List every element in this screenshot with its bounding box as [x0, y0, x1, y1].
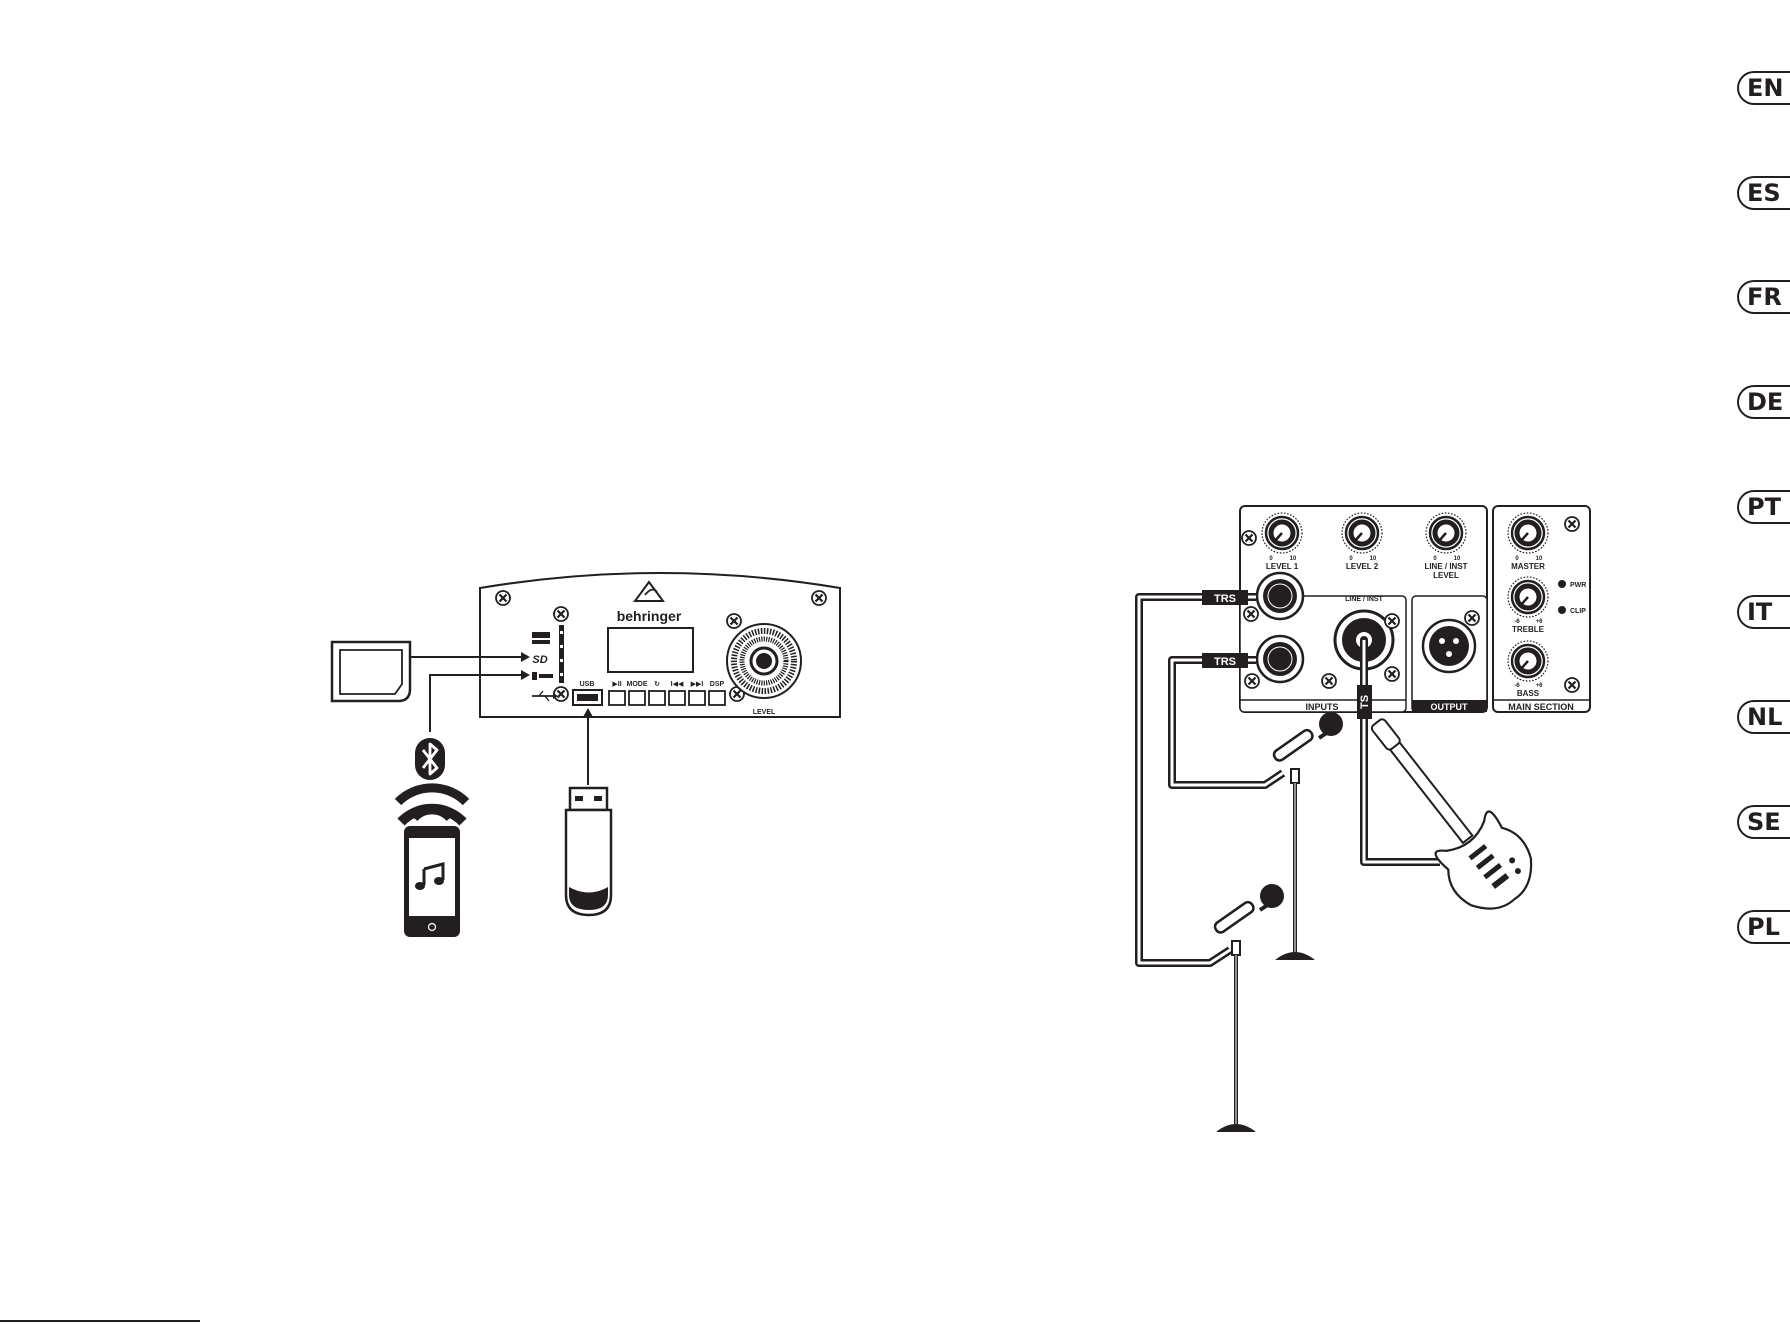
previous-button[interactable] [669, 691, 685, 705]
dsp-label: DSP [710, 681, 725, 688]
next-button[interactable] [689, 691, 705, 705]
mode-button[interactable] [629, 691, 645, 705]
language-tab-pl[interactable]: PL [1737, 910, 1790, 944]
input-1-jack[interactable] [1257, 573, 1303, 619]
level-1-knob[interactable] [1262, 513, 1302, 553]
usb-stick-icon [566, 788, 611, 915]
combo-jack-label: LINE / INST [1345, 596, 1383, 603]
screw-icon [1245, 674, 1259, 688]
screw-icon [727, 614, 741, 628]
line-inst-level-knob[interactable] [1426, 513, 1466, 553]
clip-label: CLIP [1570, 608, 1586, 615]
trs-badge-1: TRS [1202, 590, 1248, 605]
brand-name: behringer [617, 608, 682, 624]
microphone-stand-icon [1272, 712, 1343, 960]
repeat-label: ↻ [654, 681, 660, 688]
screw-icon [1385, 614, 1399, 628]
level-knob[interactable] [727, 624, 801, 698]
pwr-label: PWR [1570, 582, 1586, 589]
screw-icon [1565, 517, 1579, 531]
vent-strip [559, 625, 564, 683]
usb-label: USB [580, 681, 595, 688]
svg-text:TRS: TRS [1214, 656, 1236, 668]
repeat-button[interactable] [649, 691, 665, 705]
language-tab-nl[interactable]: NL [1737, 700, 1790, 734]
pwr-led [1558, 580, 1566, 588]
master-label: MASTER [1511, 562, 1545, 571]
dsp-button[interactable] [709, 691, 725, 705]
level-knob-label: LEVEL [753, 709, 776, 716]
svg-text:TRS: TRS [1214, 593, 1236, 605]
bluetooth-icon [415, 738, 445, 780]
screw-icon [496, 591, 510, 605]
master-knob[interactable] [1508, 513, 1548, 553]
next-label: ▶▶I [691, 681, 704, 688]
usb-port[interactable] [573, 690, 602, 705]
ts-badge: TS [1357, 685, 1372, 719]
language-tab-pt[interactable]: PT [1737, 490, 1790, 524]
line-inst-level-label-1: LINE / INST [1424, 562, 1467, 571]
level-1-label: LEVEL 1 [1266, 562, 1299, 571]
mp3-icon [532, 632, 550, 644]
play-pause-label: ▶II [612, 681, 621, 688]
language-tab-es[interactable]: ES [1737, 176, 1790, 210]
language-tab-en[interactable]: EN [1737, 71, 1790, 105]
inputs-label: INPUTS [1305, 702, 1338, 712]
amp-control-panel: INPUTS OUTPUT MAIN SECTION 0 10 LEVEL 1 … [1240, 506, 1590, 712]
screw-icon [1244, 607, 1258, 621]
bass-label: BASS [1517, 689, 1540, 698]
xlr-output-jack[interactable] [1423, 620, 1475, 672]
footer-rule [0, 1320, 200, 1322]
media-player-panel: behringer SD USB [480, 573, 840, 717]
wireless-signal-arc-outer [398, 788, 466, 802]
language-tab-it[interactable]: IT [1737, 595, 1790, 629]
bass-knob[interactable] [1508, 641, 1548, 681]
language-tab-se[interactable]: SE [1737, 805, 1790, 839]
sd-card-icon [332, 642, 410, 701]
level-2-knob[interactable] [1342, 513, 1382, 553]
electric-guitar-icon [1343, 697, 1547, 926]
sd-logo-icon: SD [532, 654, 547, 666]
screw-icon [1242, 531, 1256, 545]
screw-icon [554, 607, 568, 621]
microphone-stand-icon [1213, 884, 1284, 1132]
smartphone-icon [404, 826, 460, 937]
screw-icon [554, 687, 568, 701]
language-tab-fr[interactable]: FR [1737, 280, 1790, 314]
screw-icon [1322, 674, 1336, 688]
treble-label: TREBLE [1512, 625, 1545, 634]
wireless-signal-arc-inner [414, 810, 450, 818]
mode-label: MODE [627, 681, 648, 688]
clip-led [1558, 606, 1566, 614]
treble-knob[interactable] [1508, 577, 1548, 617]
screw-icon [1465, 611, 1479, 625]
previous-label: I◀◀ [671, 681, 684, 688]
level-2-label: LEVEL 2 [1346, 562, 1379, 571]
language-tab-de[interactable]: DE [1737, 385, 1790, 419]
screw-icon [812, 591, 826, 605]
input-2-jack[interactable] [1257, 636, 1303, 682]
line-inst-level-label-2: LEVEL [1433, 571, 1459, 580]
lcd-display [608, 628, 693, 672]
screw-icon [1385, 667, 1399, 681]
main-section-label: MAIN SECTION [1508, 702, 1574, 712]
trs-badge-2: TRS [1202, 653, 1248, 668]
play-pause-button[interactable] [609, 691, 625, 705]
screw-icon [1565, 678, 1579, 692]
svg-text:TS: TS [1359, 695, 1371, 709]
output-label: OUTPUT [1431, 702, 1469, 712]
